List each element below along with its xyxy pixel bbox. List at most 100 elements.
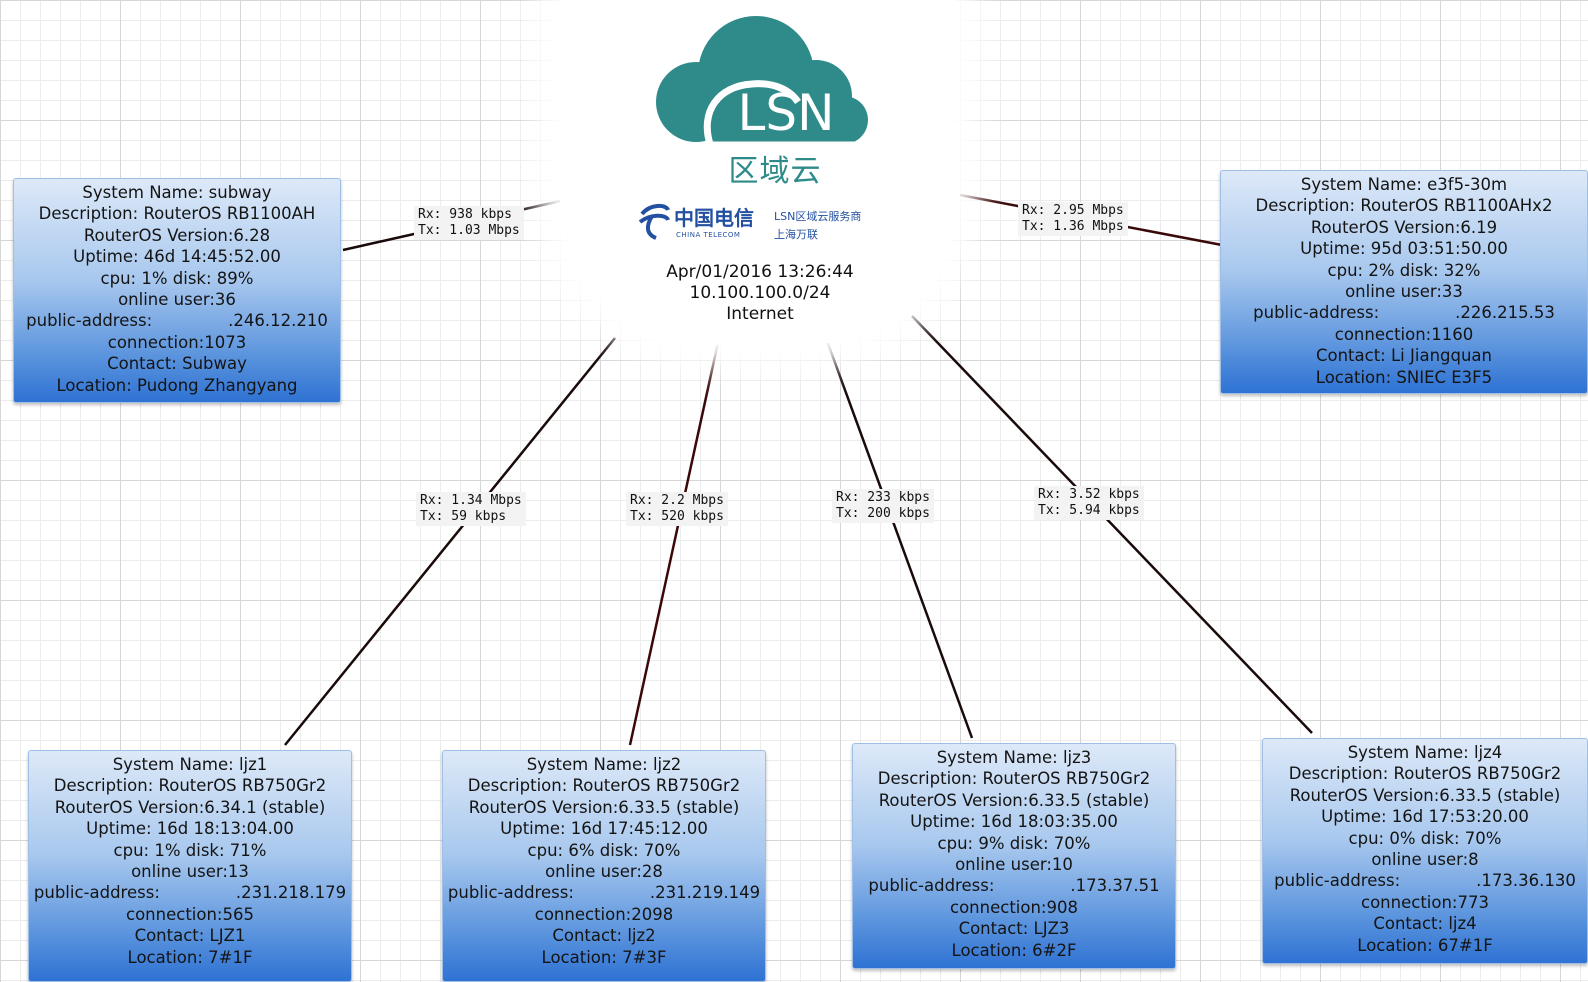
public-address: public-address:.231.218.179: [29, 882, 351, 903]
description: Description: RouterOS RB750Gr2: [467, 776, 741, 796]
routeros-version: RouterOS Version:6.33.5 (stable): [1289, 785, 1561, 805]
china-telecom-logo-icon: [638, 203, 670, 240]
rx-rate: Rx: 2.95 Mbps: [1022, 203, 1124, 218]
contact: Contact: ljz2: [552, 926, 656, 946]
uptime: Uptime: 46d 14:45:52.00: [73, 247, 281, 267]
location: Location: SNIEC E3F5: [1315, 367, 1493, 387]
cpu-disk: cpu: 1% disk: 71%: [113, 840, 267, 860]
cpu-disk: cpu: 2% disk: 32%: [1327, 260, 1481, 280]
public-address-value: .246.12.210: [228, 311, 328, 331]
contact: Contact: Li Jiangquan: [1315, 346, 1492, 366]
public-address-label: public-address:: [1274, 871, 1401, 891]
link-ljz4: [911, 315, 1313, 734]
link-rate-ljz2: Rx: 2.2 Mbps Tx: 520 kbps: [626, 492, 728, 526]
system-name: System Name: e3f5-30m: [1300, 175, 1508, 194]
public-address-label: public-address:: [868, 876, 995, 896]
uptime: Uptime: 16d 18:13:04.00: [86, 819, 294, 839]
provider-line-1: LSN区域云服务商: [774, 210, 862, 223]
lsn-cloud-logo-icon: LSN: [656, 16, 868, 147]
system-name: System Name: ljz1: [112, 755, 268, 774]
description: Description: RouterOS RB750Gr2: [877, 769, 1151, 789]
internet-node-info: Apr/01/2016 13:26:44 10.100.100.0/24 Int…: [640, 262, 880, 325]
public-address-label: public-address:: [447, 883, 574, 903]
routeros-version: RouterOS Version:6.19: [1310, 217, 1498, 237]
cloud-label: Internet: [726, 304, 794, 324]
rx-rate: Rx: 233 kbps: [836, 490, 930, 505]
tx-rate: Tx: 1.03 Mbps: [418, 223, 520, 238]
tx-rate: Tx: 59 kbps: [420, 509, 507, 524]
tx-rate: Tx: 1.36 Mbps: [1022, 219, 1124, 234]
link-ljz1: [284, 337, 616, 746]
connection-count: connection:565: [126, 904, 254, 924]
cloud-datetime: Apr/01/2016 13:26:44: [666, 262, 854, 282]
online-users: online user:13: [131, 862, 249, 882]
routeros-version: RouterOS Version:6.33.5 (stable): [878, 790, 1150, 810]
public-address-label: public-address:: [1253, 303, 1380, 323]
system-name: System Name: ljz2: [526, 755, 682, 774]
public-address: public-address: .231.219.149: [443, 882, 765, 903]
device-ljz1[interactable]: System Name: ljz1 Description: RouterOS …: [28, 750, 352, 982]
public-address-value: .231.219.149: [649, 883, 761, 903]
public-address-value: .173.37.51: [1070, 876, 1160, 896]
description: Description: RouterOS RB1100AHx2: [1255, 196, 1553, 216]
connection-count: connection:908: [950, 897, 1078, 917]
cloud-network: 10.100.100.0/24: [689, 283, 831, 303]
device-subway[interactable]: System Name: subway Description: RouterO…: [13, 178, 341, 403]
link-rate-ljz3: Rx: 233 kbps Tx: 200 kbps: [832, 489, 934, 523]
connection-count: connection:1073: [107, 332, 247, 352]
device-ljz3[interactable]: System Name: ljz3 Description: RouterOS …: [852, 743, 1176, 969]
connection-count: connection:773: [1361, 892, 1489, 912]
public-address-label: public-address:: [33, 883, 160, 903]
link-ljz3: [824, 337, 974, 739]
contact: Contact: Subway: [107, 354, 247, 374]
tx-rate: Tx: 5.94 kbps: [1038, 503, 1140, 518]
location: Location: 7#3F: [541, 947, 667, 967]
isp-name-en: CHINA TELECOM: [676, 231, 741, 239]
online-users: online user:36: [118, 290, 236, 310]
connection-count: connection:1160: [1334, 324, 1474, 344]
tx-rate: Tx: 200 kbps: [836, 506, 930, 521]
cpu-disk: cpu: 0% disk: 70%: [1348, 828, 1502, 848]
rx-rate: Rx: 938 kbps: [418, 207, 512, 222]
tx-rate: Tx: 520 kbps: [630, 509, 724, 524]
online-users: online user:10: [955, 855, 1073, 875]
system-name: System Name: ljz4: [1347, 743, 1503, 762]
isp-name-cn: 中国电信: [674, 206, 754, 230]
cpu-disk: cpu: 9% disk: 70%: [937, 833, 1091, 853]
routeros-version: RouterOS Version:6.28: [83, 225, 271, 245]
device-ljz4[interactable]: System Name: ljz4 Description: RouterOS …: [1262, 738, 1588, 964]
uptime: Uptime: 16d 18:03:35.00: [910, 812, 1118, 832]
link-rate-subway: Rx: 938 kbps Tx: 1.03 Mbps: [414, 206, 524, 240]
link-rate-ljz1: Rx: 1.34 Mbps Tx: 59 kbps: [416, 492, 526, 526]
logo-subtitle: 区域云: [728, 154, 822, 189]
contact: Contact: LJZ3: [958, 919, 1070, 939]
public-address-value: .173.36.130: [1476, 871, 1576, 891]
system-name: System Name: ljz3: [936, 748, 1092, 767]
logo-text: LSN: [738, 84, 835, 142]
public-address: public-address: .173.37.51: [853, 875, 1175, 896]
public-address-label: public-address:: [26, 311, 153, 331]
online-users: online user:8: [1371, 850, 1479, 870]
public-address: public-address: .226.215.53: [1221, 302, 1587, 323]
contact: Contact: LJZ1: [134, 926, 246, 946]
public-address: public-address: .246.12.210: [14, 310, 340, 331]
link-ljz2: [628, 337, 721, 746]
location: Location: 6#2F: [951, 940, 1077, 960]
routeros-version: RouterOS Version:6.33.5 (stable): [468, 797, 740, 817]
online-users: online user:33: [1345, 282, 1463, 302]
rx-rate: Rx: 3.52 kbps: [1038, 487, 1140, 502]
uptime: Uptime: 16d 17:45:12.00: [500, 819, 708, 839]
cpu-disk: cpu: 1% disk: 89%: [100, 268, 254, 288]
rx-rate: Rx: 1.34 Mbps: [420, 493, 522, 508]
location: Location: Pudong Zhangyang: [56, 375, 298, 395]
provider-line-2: 上海万联: [774, 228, 818, 241]
contact: Contact: ljz4: [1373, 914, 1477, 934]
online-users: online user:28: [545, 862, 663, 882]
system-name: System Name: subway: [82, 183, 272, 202]
connection-count: connection:2098: [534, 904, 674, 924]
device-ljz2[interactable]: System Name: ljz2 Description: RouterOS …: [442, 750, 766, 982]
link-rate-ljz4: Rx: 3.52 kbps Tx: 5.94 kbps: [1034, 486, 1144, 520]
device-e3f5-30m[interactable]: System Name: e3f5-30m Description: Route…: [1220, 170, 1588, 394]
public-address-value: .226.215.53: [1455, 303, 1555, 323]
